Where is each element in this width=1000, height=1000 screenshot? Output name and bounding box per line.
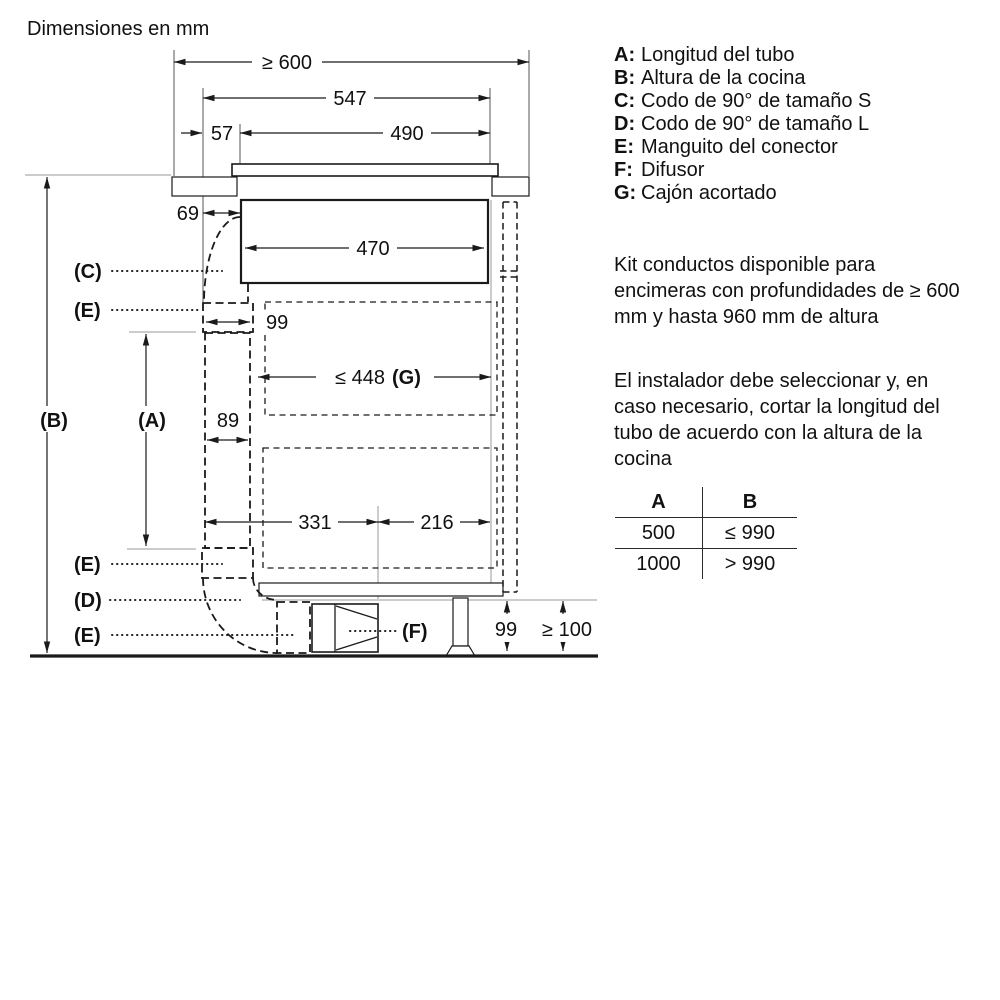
installation-diagram: ≥ 600 547 57 490 69 470 99 ≤ 448 (G) 89 …	[25, 50, 600, 658]
connector-sleeve-outlet	[276, 601, 311, 654]
hob-body	[239, 198, 490, 285]
label-e-top: (E)	[74, 300, 101, 322]
dim-front-offset: 57	[211, 123, 233, 145]
legend-item: D:Codo de 90° de tamaño L	[614, 113, 870, 135]
tube-length-table: A B 500 ≤ 990 1000 > 990	[615, 487, 797, 579]
dim-body-width: 470	[356, 238, 389, 260]
label-c: (C)	[74, 261, 102, 283]
table-cell: 500	[615, 518, 703, 549]
component-labels: (B) (A) (C) (E) (E) (D) (E) (F)	[29, 261, 428, 647]
label-a: (A)	[138, 410, 166, 432]
label-e-mid: (E)	[74, 554, 101, 576]
dim-glass-width: 490	[390, 123, 423, 145]
dim-rear-inset: 69	[177, 203, 199, 225]
dim-hob-width: 547	[333, 88, 366, 110]
dim-bottom-front: 331	[298, 512, 331, 534]
worktop-hatch-right	[491, 176, 530, 197]
label-d: (D)	[74, 590, 102, 612]
dim-tube-width: 89	[217, 410, 239, 432]
table-header-b: B	[703, 487, 797, 518]
legend-list: A:Longitud del tubo B:Altura de la cocin…	[614, 44, 871, 205]
connector-sleeve-mid	[201, 547, 254, 579]
dim-connector-width: 99	[266, 312, 288, 334]
table-cell: > 990	[724, 552, 776, 575]
elbow-90-size-s	[203, 216, 249, 304]
diffuser	[311, 603, 379, 653]
plinth-panel	[258, 582, 504, 597]
legend-item: A:Longitud del tubo	[614, 44, 795, 66]
legend-item: B:Altura de la cocina	[614, 67, 806, 89]
label-b: (B)	[40, 410, 68, 432]
dim-plinth-height: 99	[495, 619, 517, 641]
table-cell: 1000	[615, 549, 703, 579]
table-header-a: A	[615, 487, 703, 518]
drawer-outline-lower	[262, 447, 498, 569]
hob-glass-top	[231, 163, 499, 177]
cabinet-leg	[444, 597, 477, 657]
dim-worktop-depth: ≥ 600	[262, 52, 312, 74]
page-title: Dimensiones en mm	[27, 18, 210, 40]
note-duct-kit: Kit conductos disponible para encimeras …	[614, 254, 960, 328]
dim-bottom-rear: 216	[420, 512, 453, 534]
rear-duct-channel	[500, 201, 520, 593]
label-e-bottom: (E)	[74, 625, 101, 647]
elbow-90-size-l	[202, 577, 278, 654]
dim-drawer-depth: ≤ 448	[335, 367, 385, 389]
worktop-hatch-left	[171, 176, 238, 197]
legend-item: E:Manguito del conector	[614, 136, 838, 158]
drawer-outline-upper	[264, 301, 498, 416]
label-f: (F)	[402, 621, 428, 643]
dimension-lines	[43, 58, 567, 653]
legend-item: G:Cajón acortado	[614, 182, 777, 204]
dimension-labels: ≥ 600 547 57 490 69 470 99 ≤ 448 (G) 89 …	[177, 51, 600, 642]
legend-item: C:Codo de 90° de tamaño S	[614, 90, 872, 112]
note-installer: El instalador debe seleccionar y, en cas…	[614, 370, 940, 470]
table-cell: ≤ 990	[703, 518, 797, 549]
legend-item: F:Difusor	[614, 159, 705, 181]
dim-drawer-depth-ref: (G)	[392, 367, 421, 389]
connector-sleeve-top	[202, 302, 254, 333]
dim-floor-clearance: ≥ 100	[542, 619, 592, 641]
leader-lines	[109, 270, 399, 636]
